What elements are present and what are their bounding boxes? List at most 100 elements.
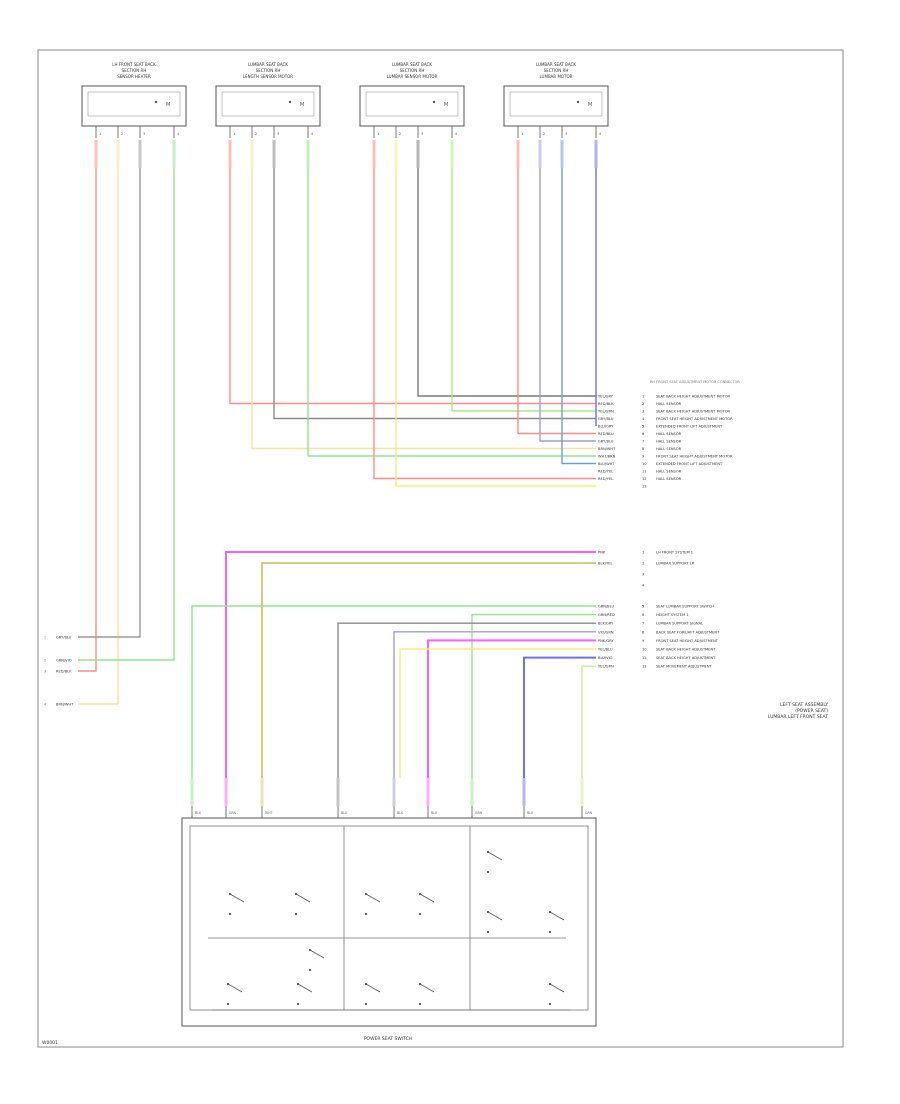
module-title-line: LH FRONT SEAT BACK [112,62,156,67]
connector-mid-pin: 1 [642,551,644,555]
switch-contact-dot [308,948,312,952]
switch-title: POWER SEAT SWITCH [364,1036,412,1042]
connector-right: RH FRONT SEAT ADJUSTMENT MOTOR CONNECTOR… [598,380,740,489]
module-contact-dot [154,100,158,104]
connector-mid-pin: 5 [642,605,644,609]
switch-contact-dot [228,892,232,896]
module-motor-mark: M [444,102,448,108]
module-inner [87,91,181,117]
connector-mid-code: GRN/RED [598,613,615,617]
module-title-line: SECTION RH [122,68,147,73]
switch-contact [487,911,503,921]
connector-mid-pin: 9 [642,639,645,643]
wire-switch [471,613,596,778]
module-pin-sleeve [306,140,310,168]
left-label-code: RED/BLK [56,670,72,674]
module-pin-sleeve [272,140,276,168]
side-note-line-2: (POWER SEAT) [795,708,828,714]
module-inner [365,91,459,117]
switch-contact-dot [294,912,298,916]
switch-contact-dot [364,1002,368,1006]
module-title-line: SECTION RH [544,68,569,73]
switch-contact-dot [548,930,552,934]
wire-motor [307,168,596,457]
switch-contact-dot [418,982,422,986]
connector-mid-code: BLK/YEL [598,562,613,566]
left-label-pin: 4 [44,703,46,707]
module-motor-mark: M [588,102,592,108]
connector-right-code: RED/YEL [598,470,613,474]
connector-right-pin: 12 [642,477,647,481]
switch-pin-sleeve [580,778,584,806]
connector-right-code: BLU/WHT [598,462,615,466]
wire-motor [561,168,596,465]
module-pin-sleeve [94,140,98,168]
switch-pin-label: BLK [195,811,202,815]
wire-motor [273,168,596,420]
wire-switch [399,648,596,778]
module-pin-number: 4 [455,132,458,136]
left-label-pin: 1 [44,636,46,640]
connector-right-code: RED/YEL [598,477,613,481]
connector-mid-desc: LUMBAR SUPPORT SIGNAL [656,622,703,626]
left-label-pin: 2 [44,659,46,663]
connector-mid-code: BLK/GRY [598,622,614,626]
connector-mid-desc: FRONT SEAT HEIGHT ADJUSTMENT [656,639,719,643]
module-pin-number: 2 [121,132,123,136]
switch-contact-dot [228,912,232,916]
switch-contact-dot [548,910,552,914]
module-title-line: SECTION RH [256,68,281,73]
connector-mid-code: PNK/GRY [598,639,614,643]
connector-mid-pin: 12 [642,665,647,669]
module-pin-sleeve [450,140,454,168]
module-pin-number: 1 [377,132,379,136]
connector-right-pin: 9 [642,455,645,459]
module-box [81,85,187,127]
wire-motor [417,168,596,397]
connector-right-pin: 8 [642,447,645,451]
switch-pin-label: BLU [527,811,534,815]
connector-right-pin: 5 [642,425,644,429]
connector-right-code: RED/BLK [598,402,614,406]
switch-pin-sleeve [224,778,228,806]
module-pin-number: 1 [521,132,523,136]
module-title-line: LENGTH SENSOR MOTOR [243,74,293,79]
side-note-line-3: LUMBAR LEFT FRONT SEAT [768,714,828,720]
module-motor-mark: M [166,102,170,108]
switch-pin-sleeve [392,778,396,806]
diagram-frame [37,49,844,1048]
connector-mid-desc: SEAT BACK HEIGHT ADJUSTMENT [656,656,716,660]
switch-pin-sleeve [426,778,430,806]
wire-m1-3 [78,168,141,638]
connector-right-title: RH FRONT SEAT ADJUSTMENT MOTOR CONNECTOR [650,380,740,384]
side-note-line-1: LEFT SEAT ASSEMBLY [780,702,828,708]
module-contact-dot [576,100,580,104]
module-pin-sleeve [416,140,420,168]
switch-contact-dot [308,968,312,972]
switch-contact [227,983,243,993]
wires-layer [78,168,597,778]
switch-contact-dot [364,912,368,916]
switch-contact [295,893,311,903]
switch-contact [229,893,245,903]
module-inner [221,91,315,117]
connector-right-pin: 11 [642,470,647,474]
connector-mid-pin: 6 [642,613,645,617]
connector-right-desc: FRONT SEAT HEIGHT ADJUSTMENT MOTOR [656,417,733,421]
left-label-pin: 3 [44,670,46,674]
connector-mid-code: BLU/VIO [598,656,613,660]
switch-contact-dot [486,910,490,914]
connector-mid-desc: BACK SEAT FORE/AFT ADJUSTMENT [656,630,720,634]
switch-pin-label: BLU [341,811,348,815]
switch-contact-dot [226,982,230,986]
module-box [215,85,321,127]
connector-right-pin: 4 [642,417,645,421]
module-contact-dot [432,100,436,104]
module-title-line: LUMBAR SEAT BACK [248,62,288,67]
left-label-code: GRN/VIO [56,659,72,663]
wire-switch [191,605,596,778]
connector-right-pin: 10 [642,462,647,466]
connector-mid-code: YEL/GRN [598,665,614,669]
